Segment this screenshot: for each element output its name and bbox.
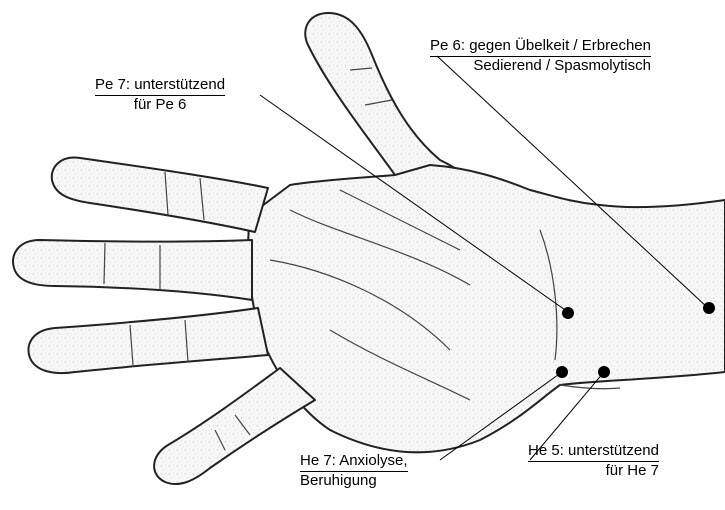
label-he7-line2: Beruhigung: [300, 472, 408, 490]
little-finger: [154, 368, 315, 484]
point-he5: [598, 366, 610, 378]
label-pe6-line1: Pe 6: gegen Übelkeit / Erbrechen: [430, 37, 651, 57]
label-pe6: Pe 6: gegen Übelkeit / Erbrechen Sediere…: [430, 37, 651, 75]
middle-finger: [13, 240, 252, 300]
label-pe7-line2: für Pe 6: [95, 96, 225, 114]
label-pe6-line2: Sedierend / Spasmolytisch: [430, 57, 651, 75]
label-he7: He 7: Anxiolyse, Beruhigung: [300, 452, 408, 490]
palm-and-wrist: [248, 165, 725, 452]
label-pe7: Pe 7: unterstützend für Pe 6: [95, 76, 225, 114]
label-he7-line1: He 7: Anxiolyse,: [300, 452, 408, 472]
index-finger: [52, 158, 268, 232]
label-he5-line1: He 5: unterstützend: [528, 442, 659, 462]
label-he5-line2: für He 7: [528, 462, 659, 480]
point-pe7: [562, 307, 574, 319]
ring-finger: [28, 308, 268, 373]
label-pe7-line1: Pe 7: unterstützend: [95, 76, 225, 96]
point-he7: [556, 366, 568, 378]
label-he5: He 5: unterstützend für He 7: [528, 442, 659, 480]
point-pe6: [703, 302, 715, 314]
